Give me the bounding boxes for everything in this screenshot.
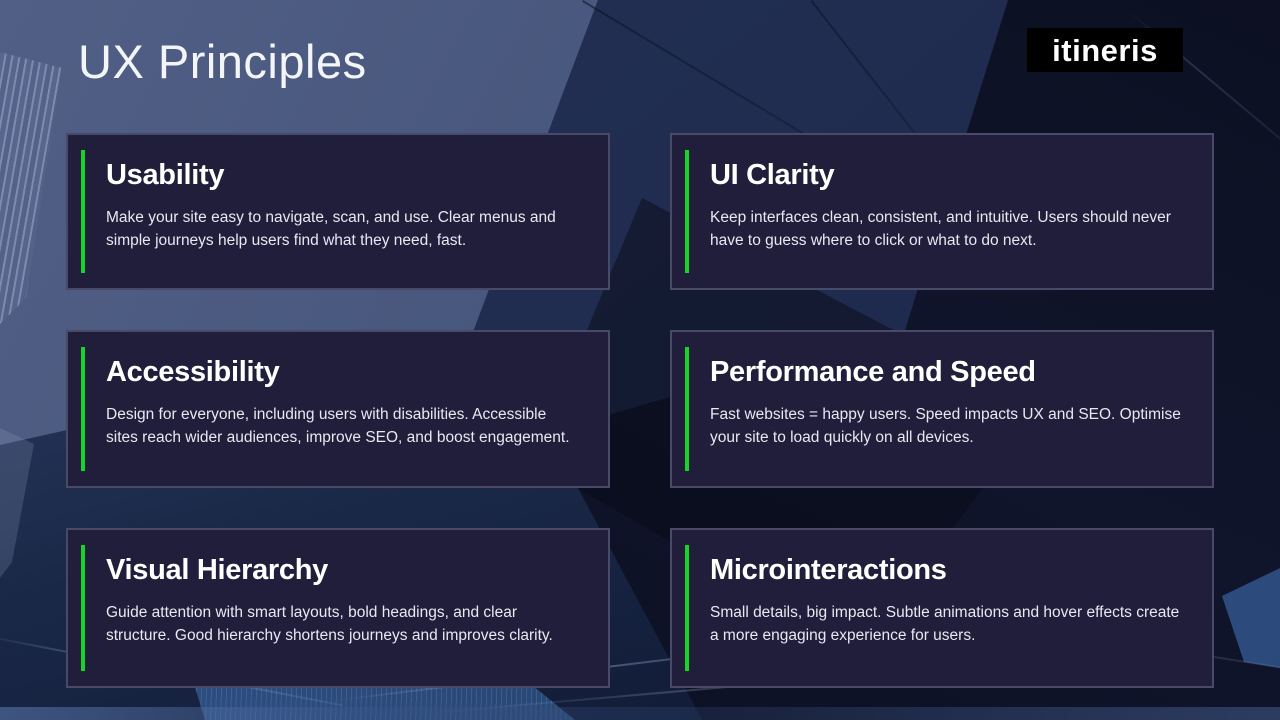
card-title: UI Clarity <box>710 159 835 191</box>
green-accent-bar <box>685 347 689 471</box>
card-description: Design for everyone, including users wit… <box>106 406 570 447</box>
card-title: Usability <box>106 159 225 191</box>
card-description: Keep interfaces clean, consistent, and i… <box>710 209 1171 250</box>
card-title: Visual Hierarchy <box>106 554 328 586</box>
card-description: Guide attention with smart layouts, bold… <box>106 604 553 645</box>
card-title: Accessibility <box>106 356 280 388</box>
green-accent-bar <box>81 347 85 471</box>
card-description: Small details, big impact. Subtle animat… <box>710 604 1180 645</box>
cards-grid: Usability Make your site easy to navigat… <box>66 133 1214 688</box>
green-accent-bar <box>685 150 689 273</box>
card-title: Microinteractions <box>710 554 947 586</box>
card-performance-and-speed: Performance and Speed Fast websites = ha… <box>670 330 1214 488</box>
green-accent-bar <box>81 150 85 273</box>
green-accent-bar <box>685 545 689 671</box>
card-title: Performance and Speed <box>710 356 1036 388</box>
card-accessibility: Accessibility Design for everyone, inclu… <box>66 330 610 488</box>
card-microinteractions: Microinteractions Small details, big imp… <box>670 528 1214 688</box>
page-title: UX Principles <box>78 35 367 88</box>
green-accent-bar <box>81 545 85 671</box>
itineris-logo-text: itineris <box>1052 32 1158 68</box>
card-visual-hierarchy: Visual Hierarchy Guide attention with sm… <box>66 528 610 688</box>
itineris-logo: itineris <box>1027 28 1183 72</box>
card-description: Fast websites = happy users. Speed impac… <box>710 406 1181 447</box>
card-usability: Usability Make your site easy to navigat… <box>66 133 610 290</box>
card-ui-clarity: UI Clarity Keep interfaces clean, consis… <box>670 133 1214 290</box>
background-bottom-strip <box>0 707 1280 720</box>
card-description: Make your site easy to navigate, scan, a… <box>106 209 556 250</box>
